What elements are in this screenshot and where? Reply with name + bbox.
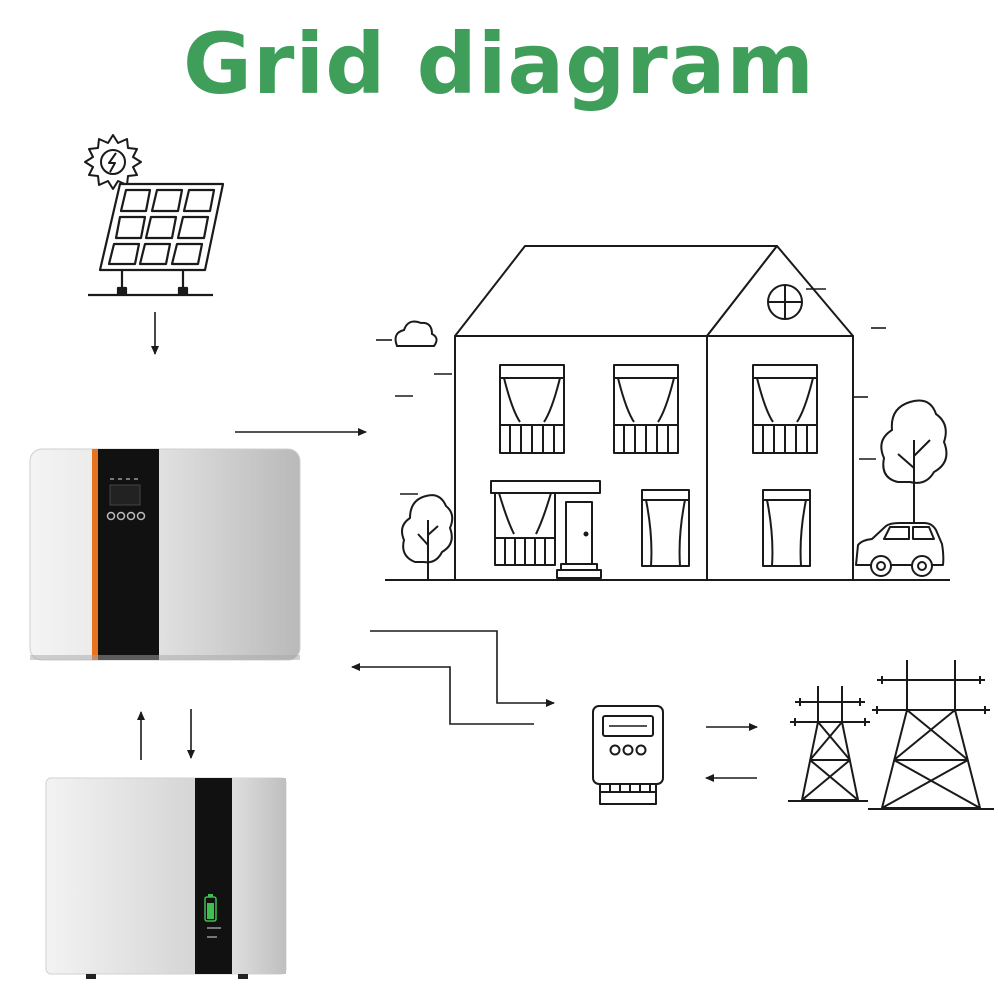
tree-icon (401, 494, 454, 580)
cloud-icon (394, 320, 438, 347)
battery-icon (45, 777, 287, 979)
solar-panel-icon (88, 182, 225, 297)
house-icon (376, 245, 950, 581)
car-icon (855, 522, 945, 577)
flow-line-meter-to-inverter (351, 663, 534, 725)
flow-line-inverter-to-meter (370, 630, 555, 707)
tree-icon (880, 399, 948, 545)
transmission-tower-icon (788, 660, 994, 810)
electric-meter-icon (592, 705, 664, 805)
sun-icon (84, 134, 142, 190)
diagram-title: Grid diagram (183, 15, 815, 113)
inverter-icon (29, 448, 301, 661)
